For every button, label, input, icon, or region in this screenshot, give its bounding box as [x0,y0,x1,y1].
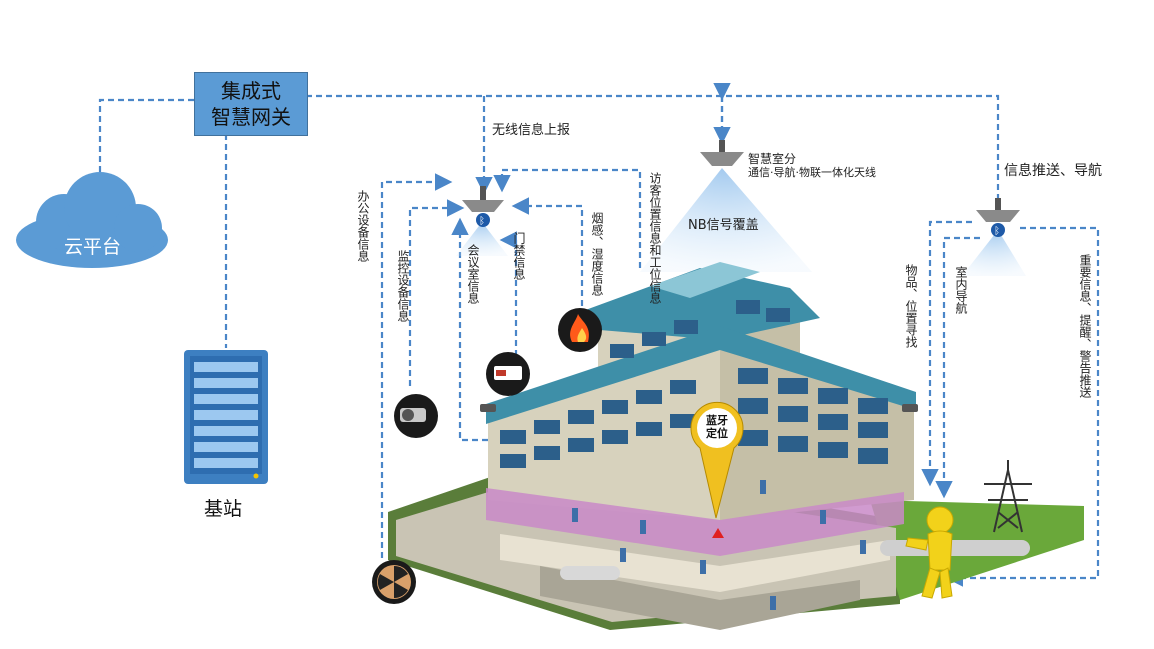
server-rack-icon [184,350,268,484]
bt-pin-line1: 蓝牙 [706,414,728,427]
gateway-box: 集成式 智慧网关 [194,72,308,136]
smoke-info-label: 烟感、湿度信息 [590,212,604,296]
monitor-info-label: 监控设备信息 [396,250,410,322]
bt-pin-label: 蓝牙 定位 [703,414,731,440]
svg-text:ᛒ: ᛒ [994,226,1000,237]
nb-coverage-label: NB信号覆盖 [688,218,759,233]
power-tower-icon [984,460,1032,533]
nb-beam [640,168,812,272]
fan-icon [372,560,416,604]
office-info-label: 办公设备信息 [356,190,370,262]
wireless-report-label: 无线信息上报 [492,123,571,138]
right-antenna-icon: ᛒ [976,198,1020,237]
push-nav-label: 信息推送、导航 [1004,163,1102,179]
smart-antenna-title: 智慧室分 [748,152,797,166]
gateway-line2: 智慧网关 [211,105,291,129]
location-pin-icon [690,401,744,538]
camera-icon [394,394,438,438]
bt-pin-line2: 定位 [706,427,728,440]
meeting-info-label: 会议室信息 [466,244,480,304]
fire-icon [558,308,602,352]
alert-push-label: 重要信息、提醒、警告推送 [1078,254,1092,398]
network-lines [98,82,1100,587]
smart-antenna-icon [700,140,744,166]
cloud-icon [16,172,168,268]
indoor-nav-label: 室内导航 [954,266,968,314]
building [486,262,1030,630]
card-reader-icon [486,352,530,396]
right-beam [962,230,1026,276]
wall-camera-icon [480,404,918,412]
person-figure-icon [905,506,954,599]
door-info-label: 门禁信息 [512,232,526,280]
item-find-label: 物品、位置寻找 [904,264,918,348]
svg-text:ᛒ: ᛒ [479,216,485,227]
left-beam [456,222,508,256]
gateway-line1: 集成式 [221,79,281,103]
visitor-info-label: 访客位置信息和工位信息 [648,172,662,304]
cloud-label: 云平台 [64,236,122,258]
base-station-label: 基站 [204,498,243,520]
bluetooth-antenna-icon: ᛒ [462,186,504,227]
smart-antenna-sub: 通信·导航·物联一体化天线 [748,166,876,179]
